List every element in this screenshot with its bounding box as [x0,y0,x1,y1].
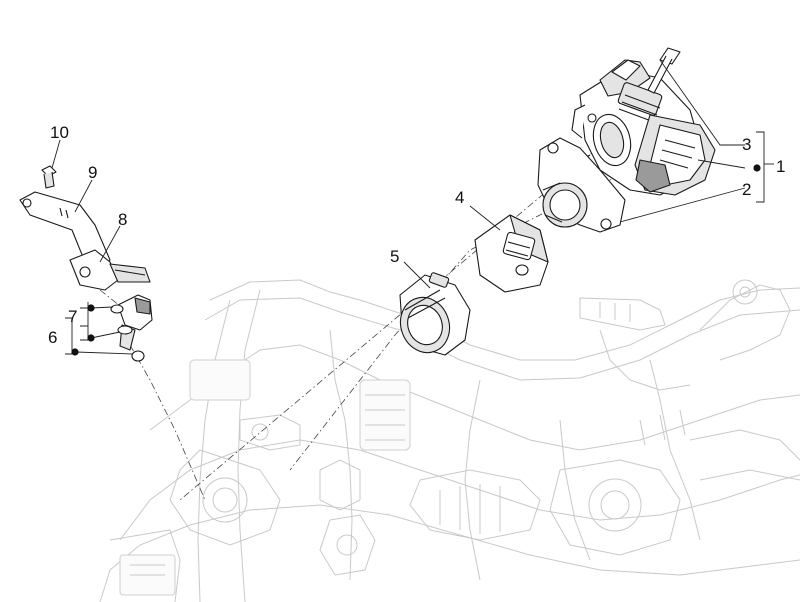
callout-2: 2 [742,180,751,199]
callout-7: 7 [68,307,77,326]
bolt-part [41,165,57,189]
clamp-part [474,214,549,293]
leader-lines [51,59,774,355]
callout-labels: 1 2 3 4 5 6 7 8 9 10 [48,123,785,347]
reference-dot [87,334,95,342]
callout-3: 3 [742,135,751,154]
reference-dot [71,348,79,356]
reference-dots [71,164,761,356]
callout-8: 8 [118,210,127,229]
throttle-body-part [571,59,716,196]
intake-manifold-part [537,137,626,233]
callout-6: 6 [48,328,57,347]
callout-9: 9 [88,163,97,182]
rubber-sleeve-part [399,272,471,356]
callout-4: 4 [455,188,464,207]
screw-part [647,47,681,94]
injector-part [117,294,153,351]
engine-block-ghost [99,279,800,602]
callout-1: 1 [776,157,785,176]
callout-5: 5 [390,247,399,266]
reference-dot [87,304,95,312]
seal-ring-part [110,304,145,362]
callout-10: 10 [50,123,69,142]
reference-dot [753,164,761,172]
injector-holder-part [69,249,151,291]
